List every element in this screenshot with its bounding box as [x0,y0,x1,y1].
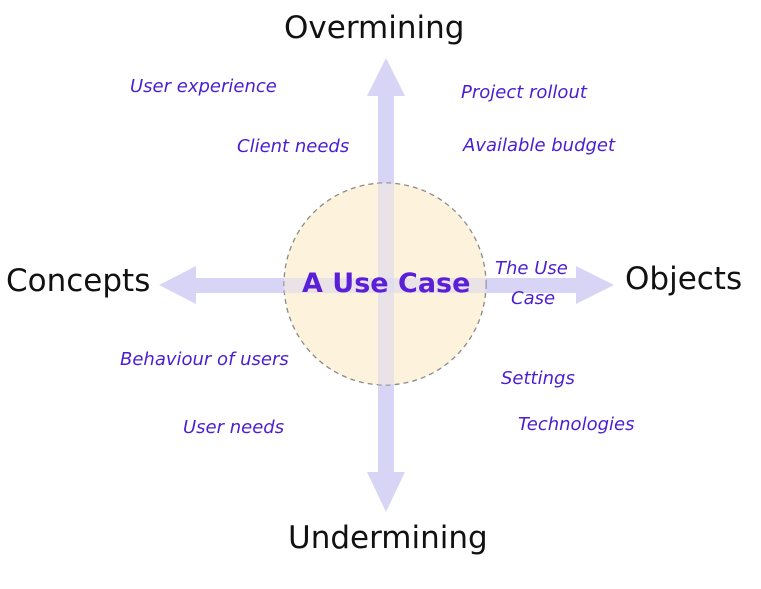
center-label: A Use Case [302,268,471,299]
note-the-use-case-line2: Case [511,288,556,309]
axis-label-right: Objects [625,261,743,297]
note-technologies: Technologies [518,414,635,435]
note-the-use-case-line1: The Use [495,258,568,279]
note-project-rollout: Project rollout [461,82,587,103]
right-arrow-head [576,266,614,304]
axis-label-left: Concepts [6,263,151,299]
center-circle [283,182,487,386]
left-arrow-head [159,266,196,304]
note-settings: Settings [501,368,575,389]
note-user-experience: User experience [130,76,277,97]
down-arrow-head [367,472,405,512]
note-client-needs: Client needs [237,136,350,157]
horizontal-axis-overlay [284,278,486,293]
note-user-needs: User needs [183,417,285,438]
note-available-budget: Available budget [463,135,616,156]
note-behaviour-of-users: Behaviour of users [120,349,289,370]
up-arrow-head [367,58,405,96]
axis-label-bottom: Undermining [288,520,488,556]
axis-label-top: Overmining [284,10,465,46]
vertical-axis-overlay [378,183,394,385]
